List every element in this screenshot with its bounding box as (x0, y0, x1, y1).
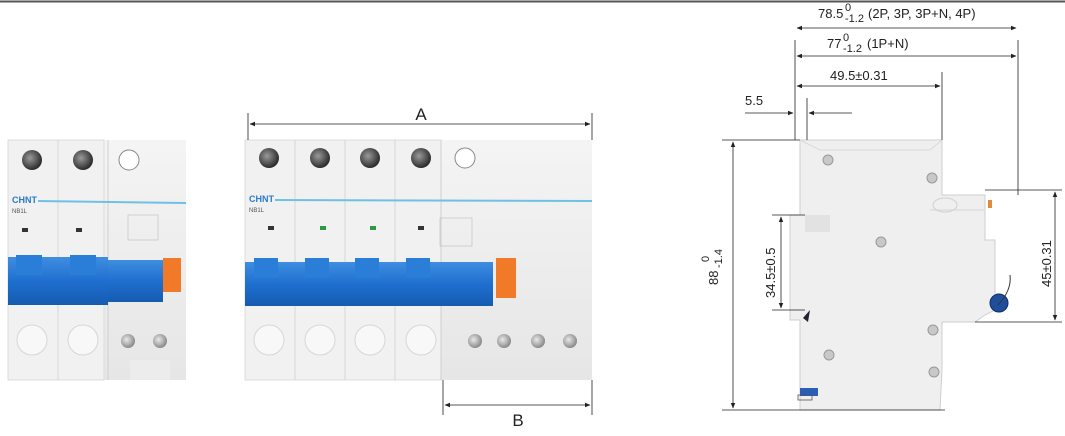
dimension-b: B (442, 380, 593, 430)
terminal-screw-icon (310, 148, 330, 168)
model-label: NB1L (12, 209, 28, 215)
test-button-icon (118, 149, 140, 171)
height-total-tol-upper: 0 (700, 256, 712, 262)
dimension-height-right: 45±0.31 (975, 189, 1062, 323)
dimension-offset-left: 5.5 (745, 93, 852, 140)
dimension-height-total: 88 0 -1.4 (700, 139, 945, 411)
height-total-value: 88 (706, 271, 721, 285)
large-breaker-photo: CHNT NB1L (244, 139, 593, 381)
dimension-width-main: 78.5 0 -1.2 (2P, 3P, 3P+N, 4P) (794, 2, 1019, 195)
dimension-b-label: B (512, 411, 523, 430)
terminal-screw-icon (73, 150, 93, 170)
model-label: NB1L (249, 208, 265, 214)
width-alt-value: 77 (827, 36, 841, 51)
width-alt-tol-upper: 0 (843, 32, 849, 44)
terminal-screw-icon (259, 148, 279, 168)
dimension-a-label: A (415, 105, 427, 124)
width-main-value: 78.5 (818, 6, 843, 21)
test-button-icon (454, 147, 476, 169)
height-rail-value: 34.5±0.5 (763, 247, 778, 298)
terminal-screw-icon (360, 148, 380, 168)
dimension-depth-front: 49.5±0.31 (796, 68, 943, 140)
width-main-note: (2P, 3P, 3P+N, 4P) (868, 6, 976, 21)
width-alt-note: (1P+N) (867, 36, 909, 51)
side-view-outline (789, 139, 1011, 411)
dimension-width-alt: 77 0 -1.2 (1P+N) (796, 32, 1017, 59)
adjustment-knob-icon (989, 293, 1009, 313)
small-breaker-photo: CHNT NB1L (7, 139, 187, 381)
height-total-tol-lower: -1.4 (713, 249, 725, 268)
dimension-height-rail: 34.5±0.5 (763, 214, 805, 311)
brand-label: CHNT (249, 194, 274, 204)
dimension-a: A (247, 105, 593, 140)
width-alt-tol-lower: -1.2 (843, 43, 862, 55)
width-main-tol-lower: -1.2 (845, 13, 864, 25)
depth-front-value: 49.5±0.31 (830, 68, 888, 83)
width-main-tol-upper: 0 (845, 2, 851, 14)
height-right-value: 45±0.31 (1039, 240, 1054, 287)
offset-left-value: 5.5 (745, 93, 763, 108)
terminal-screw-icon (411, 148, 431, 168)
brand-label: CHNT (12, 195, 37, 205)
terminal-screw-icon (22, 150, 42, 170)
